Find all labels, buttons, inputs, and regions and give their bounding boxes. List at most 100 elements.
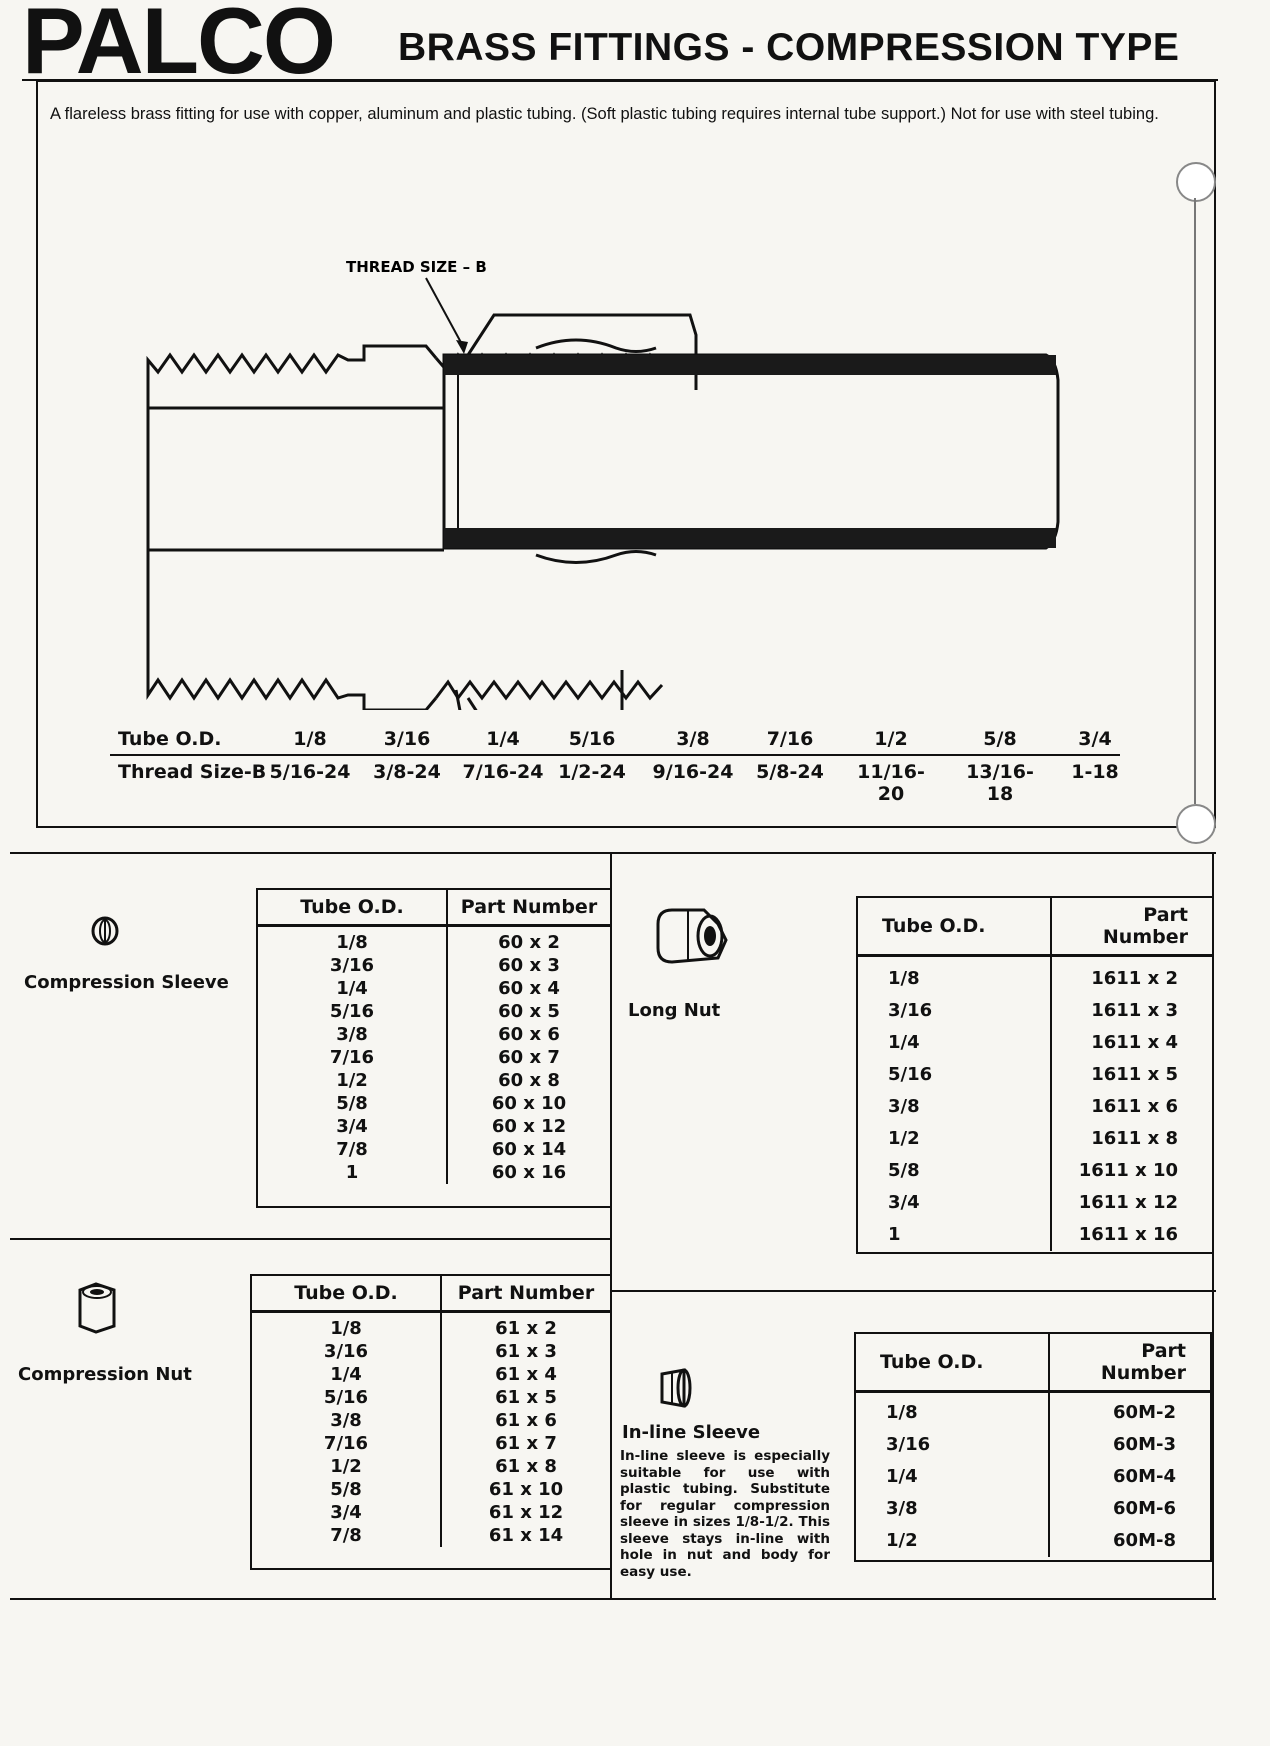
part-number-cell: 60M-4 [1113,1466,1176,1487]
tube-od-cell: 1 [858,1219,1052,1251]
compression-nut-label: Compression Nut [18,1364,192,1385]
tube-od-cell: 3/4 [252,1501,442,1524]
tube [442,353,1060,550]
tube-od-cell: 1/2 [858,1123,1052,1155]
binder-hole [1176,162,1216,202]
brand-logo: PALCO [22,0,336,93]
part-number-cell: 60M-6 [1113,1498,1176,1519]
part-number-cell: 1611 x 10 [1078,1160,1178,1181]
tube-od-cell: 3/4 [1078,728,1112,750]
binder-hole [1176,804,1216,844]
table-row: 7/16 60 x 7 [258,1046,610,1069]
part-number-cell: 61 x 2 [495,1318,557,1339]
thread-size-cell: 1-18 [1071,761,1119,783]
long-nut-table-frame [856,896,1214,1254]
tube-od-cell: 1/4 [856,1461,1050,1493]
tube-od-cell: 3/4 [258,1115,448,1138]
thread-size-cell: 1/2-24 [558,761,626,783]
thread-size-cell: 5/8-24 [756,761,824,783]
page-title: BRASS FITTINGS - COMPRESSION TYPE [398,26,1180,69]
inline-sleeve-label: In-line Sleeve [622,1422,761,1443]
col-tube-od: Tube O.D. [856,1334,1050,1393]
thread-size-callout: THREAD SIZE – B [346,258,487,276]
compression-nut-table-frame [250,1274,612,1570]
part-number-cell: 1611 x 3 [1091,1000,1178,1021]
size-row-divider [110,754,1120,756]
part-number-cell: 60 x 8 [498,1070,560,1091]
table-row: 3/8 60M-6 [856,1493,1210,1525]
tube-od-cell: 7/16 [258,1046,448,1069]
part-number-cell: 60M-2 [1113,1402,1176,1423]
part-number-cell: 60 x 6 [498,1024,560,1045]
table-row: 1/4 61 x 4 [252,1363,610,1386]
part-number-cell: 60 x 7 [498,1047,560,1068]
tube-od-cell: 3/8 [252,1409,442,1432]
tube-od-cell: 7/8 [252,1524,442,1547]
part-number-cell: 60 x 10 [491,1093,567,1114]
part-number-cell: 60 x 3 [498,955,560,976]
part-number-cell: 61 x 7 [495,1433,557,1454]
long-nut-label: Long Nut [628,1000,721,1021]
inline-sleeve-icon [660,1368,692,1408]
binder-guide [1194,198,1196,804]
col-part-number: Part Number [1051,898,1212,957]
tube-od-cell: 1/2 [874,728,908,750]
thread-size-cell: 9/16-24 [652,761,734,783]
part-number-cell: 60M-8 [1113,1530,1176,1551]
part-number-cell: 61 x 8 [495,1456,557,1477]
part-number-cell: 61 x 4 [495,1364,557,1385]
tube-od-cell: 7/16 [252,1432,442,1455]
sleeve-upper [535,338,657,353]
tube-od-cell: 3/16 [258,954,448,977]
tube-od-cell: 1/8 [258,925,448,954]
tube-od-cell: 3/8 [856,1493,1050,1525]
part-number-cell: 1611 x 2 [1091,968,1178,989]
part-number-cell: 60 x 4 [498,978,560,999]
tube-od-cell: 1/4 [252,1363,442,1386]
tube-od-cell: 1/8 [858,955,1052,995]
thread-size-cell: 5/16-24 [269,761,351,783]
tube-od-cell: 1/4 [858,1027,1052,1059]
table-row: 1/2 1611 x 8 [858,1123,1212,1155]
inline-sleeve-table-frame [854,1332,1212,1562]
part-number-cell: 60 x 2 [498,932,560,953]
section-rule [10,1598,1216,1600]
sleeve-lower [535,550,657,564]
thread-size-cell: 3/8-24 [373,761,441,783]
table-row: 5/8 60 x 10 [258,1092,610,1115]
tube-od-cell: 3/8 [676,728,710,750]
tube-od-cell: 3/8 [858,1091,1052,1123]
tube-od-cell: 1/4 [258,977,448,1000]
part-number-cell: 1611 x 5 [1091,1064,1178,1085]
tube-od-cell: 7/16 [766,728,814,750]
part-number-cell: 60 x 16 [491,1162,567,1183]
col-part-number: Part Number [441,1276,610,1313]
section-rule [10,852,1216,854]
part-number-cell: 1611 x 8 [1091,1128,1178,1149]
part-number-cell: 61 x 14 [488,1525,564,1546]
tube-od-cell: 5/8 [258,1092,448,1115]
section-rule [10,1238,612,1240]
table-row: 7/16 61 x 7 [252,1432,610,1455]
